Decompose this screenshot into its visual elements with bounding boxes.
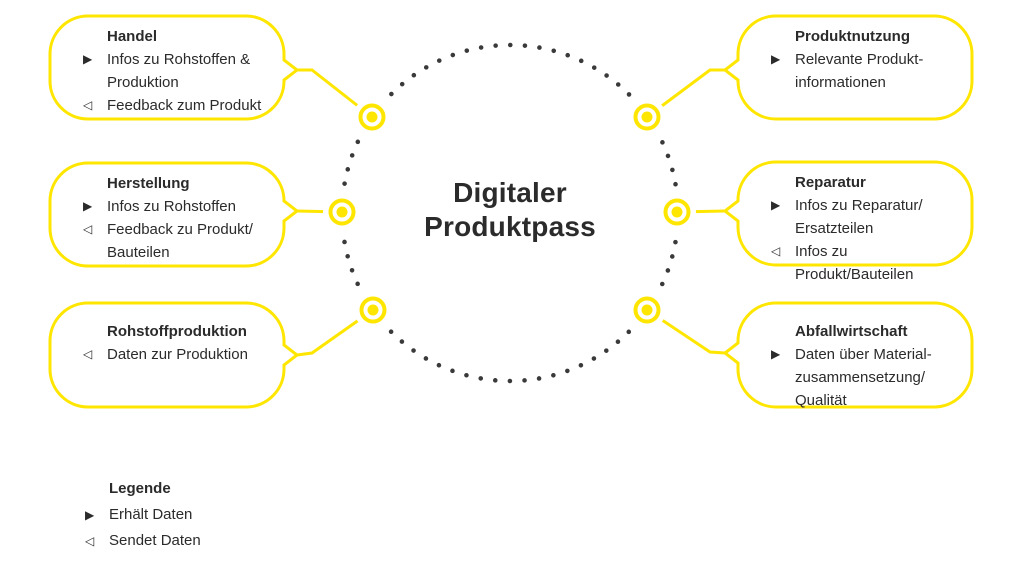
bubble-item: ◁ Daten zur Produktion [83,343,275,366]
bubble-item: ▶ Infos zu Rohstoffen [83,195,275,218]
bubble-title-produktnutzung: Produktnutzung [795,28,910,45]
bubble-item-text: Feedback zu Produkt/ Bauteilen [107,221,253,261]
legend-item: ▶ Erhält Daten [85,502,305,528]
bubble-item: ◁ Feedback zum Produkt [83,94,275,117]
bubble-item: ◁ Infos zu Produkt/Bauteilen [771,240,963,286]
bubble-item: ▶ Daten über Material- zusammensetzung/ … [771,343,963,412]
bubble-abfallwirtschaft: Abfallwirtschaft ▶ Daten über Material- … [771,320,963,412]
bubble-item-text: Relevante Produkt- informationen [795,51,924,91]
receives-data-icon: ▶ [771,198,781,212]
receives-data-icon: ▶ [83,52,93,66]
node-produktnutzung [628,98,666,136]
bubble-outline-reparatur [722,160,974,267]
connector-line-abfallwirtschaft [646,308,726,355]
connector-line-handel [297,68,373,119]
bubble-item-text: Infos zu Rohstoffen & Produktion [107,51,251,91]
bubble-item: ▶ Infos zu Rohstoffen & Produktion [83,48,275,94]
legend-title: Legende [109,480,171,497]
receives-data-icon: ▶ [771,347,781,361]
legend: Legende ▶ Erhält Daten ◁ Sendet Daten [85,476,305,554]
node-abfallwirtschaft [628,291,666,329]
sends-data-icon: ◁ [83,222,93,236]
receives-data-icon: ▶ [83,199,93,213]
bubble-item-text: Daten über Material- zusammensetzung/ Qu… [795,346,932,409]
legend-item-label: Erhält Daten [109,506,193,523]
sends-data-icon: ◁ [771,244,781,258]
bubble-outline-handel [48,14,300,121]
bubble-title-reparatur: Reparatur [795,174,866,191]
bubble-reparatur: Reparatur ▶ Infos zu Reparatur/ Ersatzte… [771,171,963,286]
bubble-item: ▶ Infos zu Reparatur/ Ersatzteilen [771,194,963,240]
bubble-item: ◁ Feedback zu Produkt/ Bauteilen [83,218,275,264]
legend-item-label: Sendet Daten [109,532,201,549]
bubble-item-text: Infos zu Rohstoffen [107,198,236,215]
bubble-item-text: Infos zu Produkt/Bauteilen [795,243,914,283]
bubble-title-handel: Handel [107,28,158,45]
bubble-item-text: Infos zu Reparatur/ Ersatzteilen [795,197,923,237]
node-rohstoffproduktion [354,291,392,329]
bubble-outline-rohstoffproduktion [48,301,300,409]
center-title: Digitaler Produktpass [424,177,596,242]
bubble-title-rohstoffproduktion: Rohstoffproduktion [107,323,247,340]
bubble-title-herstellung: Herstellung [107,175,190,192]
sends-data-icon: ◁ [83,347,93,361]
bubble-title-abfallwirtschaft: Abfallwirtschaft [795,323,908,340]
bubble-item-text: Feedback zum Produkt [107,97,262,114]
connector-line-produktnutzung [646,68,725,119]
bubble-outline-abfallwirtschaft [722,301,974,409]
node-handel [353,98,391,136]
bubble-item-text: Daten zur Produktion [107,346,248,363]
bubble-produktnutzung: Produktnutzung ▶ Relevante Produkt- info… [771,25,963,94]
node-herstellung [323,193,361,231]
bubble-herstellung: Herstellung ▶ Infos zu Rohstoffen ◁ Feed… [83,172,275,264]
sends-data-icon: ◁ [85,534,95,548]
node-reparatur [658,193,696,231]
receives-data-icon: ▶ [85,508,95,522]
bubble-rohstoffproduktion: Rohstoffproduktion ◁ Daten zur Produktio… [83,320,275,366]
bubble-handel: Handel ▶ Infos zu Rohstoffen & Produktio… [83,25,275,117]
connector-line-rohstoffproduktion [296,308,374,357]
receives-data-icon: ▶ [771,52,781,66]
bubble-item: ▶ Relevante Produkt- informationen [771,48,963,94]
sends-data-icon: ◁ [83,98,93,112]
bubble-outline-herstellung [48,161,300,268]
legend-item: ◁ Sendet Daten [85,528,305,554]
bubble-outline-produktnutzung [722,14,974,121]
